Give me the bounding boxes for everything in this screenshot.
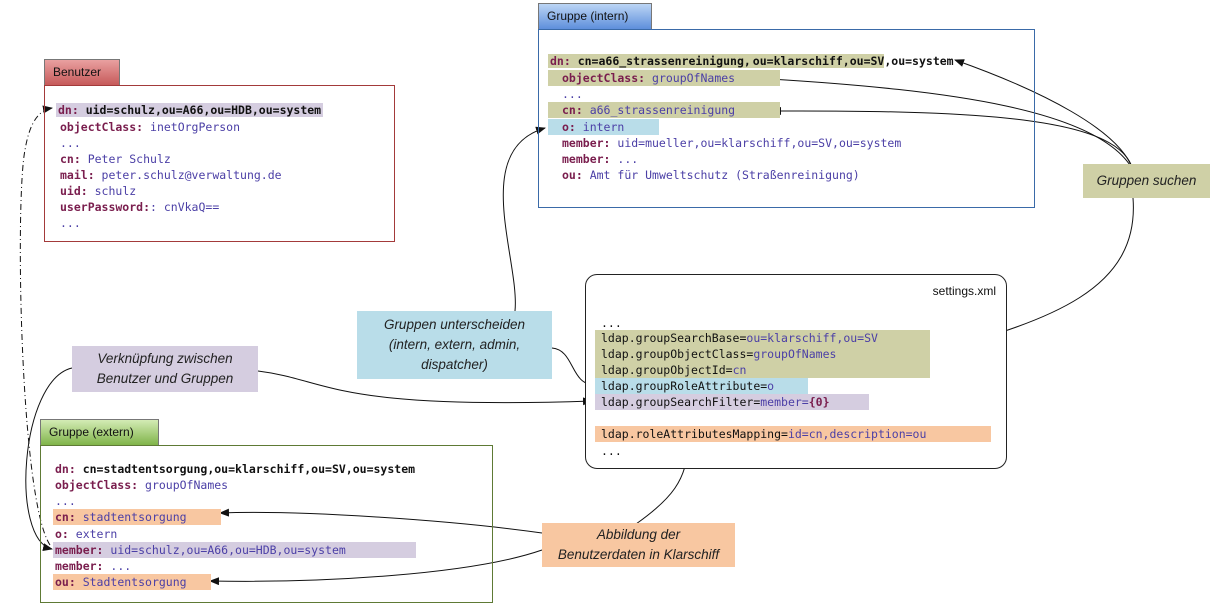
- note-gruppen-unterscheiden: Gruppen unterscheiden (intern, extern, a…: [357, 311, 552, 379]
- benutzer-mail-line: mail: peter.schulz@verwaltung.de: [60, 168, 282, 182]
- arrow-unterscheiden-to-o: [502, 126, 546, 312]
- settings-mapping-line: ldap.roleAttributesMapping=id=cn,descrip…: [595, 426, 991, 442]
- extern-dn-line: dn: cn=stadtentsorgung,ou=klarschiff,ou=…: [55, 462, 416, 476]
- intern-ou-line: ou: Amt für Umweltschutz (Straßenreinigu…: [562, 168, 860, 182]
- arrow-abbildung-to-cn: [219, 508, 543, 534]
- arrow-verknuepfung-to-member: [25, 367, 73, 551]
- intern-dn-line: dn: cn=a66_strassenreinigung,ou=klarschi…: [548, 54, 954, 68]
- benutzer-objectclass-line: objectClass: inetOrgPerson: [60, 120, 241, 134]
- settings-objectclass-line: ldap.groupObjectClass=groupOfNames: [601, 347, 837, 361]
- intern-cn-line: cn: a66_strassenreinigung: [548, 102, 780, 118]
- arrow-suchen-to-objectclass: [769, 75, 1134, 171]
- settings-roleattribute-line: ldap.groupRoleAttribute=o: [595, 378, 808, 394]
- benutzer-dn-line: dn: uid=schulz,ou=A66,ou=HDB,ou=system: [56, 103, 324, 117]
- intern-member-line-2: member: ...: [562, 152, 639, 166]
- gruppe-extern-title: Gruppe (extern): [49, 425, 134, 439]
- benutzer-ellipsis-line: ...: [60, 136, 81, 150]
- extern-member-line-2: member: ...: [55, 559, 132, 573]
- arrow-abbildung-to-ou: [209, 549, 543, 586]
- extern-o-line: o: extern: [55, 527, 118, 541]
- arrow-suchen-to-cn: [771, 106, 1134, 171]
- intern-objectclass-line: objectClass: groupOfNames: [548, 70, 780, 86]
- settings-searchfilter-line: ldap.groupSearchFilter=member={0}: [595, 394, 869, 410]
- gruppe-extern-box: dn: cn=stadtentsorgung,ou=klarschiff,ou=…: [40, 445, 493, 603]
- settings-objectid-line: ldap.groupObjectId=cn: [601, 363, 747, 377]
- intern-ellipsis-line: ...: [562, 87, 583, 101]
- extern-objectclass-line: objectClass: groupOfNames: [55, 478, 229, 492]
- benutzer-ellipsis-line-2: ...: [60, 216, 81, 230]
- arrow-member-to-benutzer-dn: [19, 105, 53, 546]
- intern-o-line: o: intern: [548, 119, 659, 135]
- gruppe-intern-tab: Gruppe (intern): [538, 3, 652, 29]
- settings-ellipsis-line-2: ...: [601, 444, 622, 458]
- settings-box: settings.xml ... ldap.groupSearchBase=ou…: [585, 274, 1007, 469]
- extern-ou-line: ou: Stadtentsorgung: [53, 574, 211, 590]
- note-gruppen-suchen: Gruppen suchen: [1083, 164, 1210, 198]
- arrow-verknuepfung-to-filter: [257, 370, 593, 406]
- intern-member-line: member: uid=mueller,ou=klarschiff,ou=SV,…: [562, 136, 902, 150]
- extern-ellipsis-line: ...: [55, 494, 76, 508]
- gruppe-extern-tab: Gruppe (extern): [40, 419, 159, 445]
- note-verknuepfung: Verknüpfung zwischen Benutzer und Gruppe…: [72, 346, 258, 392]
- benutzer-cn-line: cn: Peter Schulz: [60, 152, 171, 166]
- settings-search-block: [595, 330, 930, 378]
- settings-title: settings.xml: [932, 284, 996, 298]
- benutzer-uid-line: uid: schulz: [60, 184, 137, 198]
- benutzer-title: Benutzer: [53, 65, 102, 79]
- settings-ellipsis-line: ...: [601, 316, 622, 330]
- extern-cn-line: cn: stadtentsorgung: [53, 509, 221, 525]
- benutzer-tab: Benutzer: [44, 59, 120, 85]
- settings-searchbase-line: ldap.groupSearchBase=ou=klarschiff,ou=SV: [601, 331, 878, 345]
- gruppe-intern-title: Gruppe (intern): [547, 9, 629, 23]
- benutzer-box: dn: uid=schulz,ou=A66,ou=HDB,ou=system o…: [44, 85, 395, 242]
- gruppe-intern-box: dn: cn=a66_strassenreinigung,ou=klarschi…: [538, 29, 1035, 208]
- benutzer-password-line: userPassword:: cnVkaQ==: [60, 200, 220, 214]
- note-abbildung: Abbildung der Benutzerdaten in Klarschif…: [542, 523, 735, 567]
- extern-member-line: member: uid=schulz,ou=A66,ou=HDB,ou=syst…: [53, 542, 416, 558]
